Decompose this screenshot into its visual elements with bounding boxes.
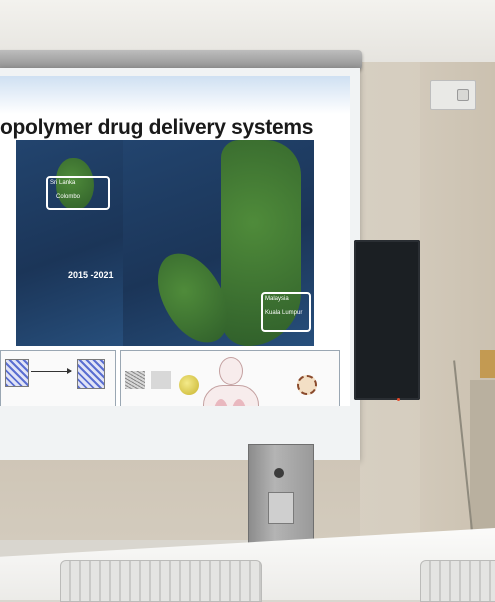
chair-back-left <box>60 560 262 602</box>
nanocarrier-diagram-panel <box>120 350 340 406</box>
outlet-knob <box>274 468 284 478</box>
wall-speaker <box>430 80 476 110</box>
sri-lanka-landmass <box>56 158 94 210</box>
outlet-plate <box>268 492 294 524</box>
process-arrow <box>31 368 72 374</box>
malaysia-highlight <box>261 292 311 332</box>
map-label-malaysia: Malaysia <box>265 296 289 302</box>
side-shelf <box>470 380 495 530</box>
polymer-network-figure <box>5 359 29 387</box>
presentation-slide: opolymer drug delivery systems Sri Lanka… <box>0 76 350 406</box>
hydrogel-diagram-panel <box>0 350 116 406</box>
shelf-object <box>480 350 495 378</box>
drug-loaded-network-figure <box>77 359 105 389</box>
map-sri-lanka: Sri Lanka Colombo 2015 -2021 <box>16 140 123 346</box>
left-lung-figure <box>213 399 229 406</box>
monitor-power-led <box>397 398 400 401</box>
right-lung-figure <box>231 399 247 406</box>
human-torso-figure <box>203 385 259 406</box>
human-head-figure <box>219 357 243 385</box>
map-dates: 2015 -2021 <box>68 270 114 280</box>
wall-monitor <box>354 240 420 400</box>
sri-lanka-highlight <box>46 176 110 210</box>
map-label-sri-lanka: Sri Lanka <box>50 180 76 186</box>
map-malaysia: Malaysia Kuala Lumpur <box>123 140 314 346</box>
map-label-kuala-lumpur: Kuala Lumpur <box>265 310 303 316</box>
cnc-texture-figure <box>125 371 145 389</box>
slide-header-band <box>0 76 350 114</box>
projector-screen-housing <box>0 50 362 70</box>
chair-back-right <box>420 560 495 602</box>
slide-title: opolymer drug delivery systems <box>0 116 314 139</box>
cnf-texture-figure <box>151 371 171 389</box>
nanosphere-figure <box>179 375 199 395</box>
virus-figure <box>297 375 317 395</box>
map-label-colombo: Colombo <box>56 194 81 200</box>
